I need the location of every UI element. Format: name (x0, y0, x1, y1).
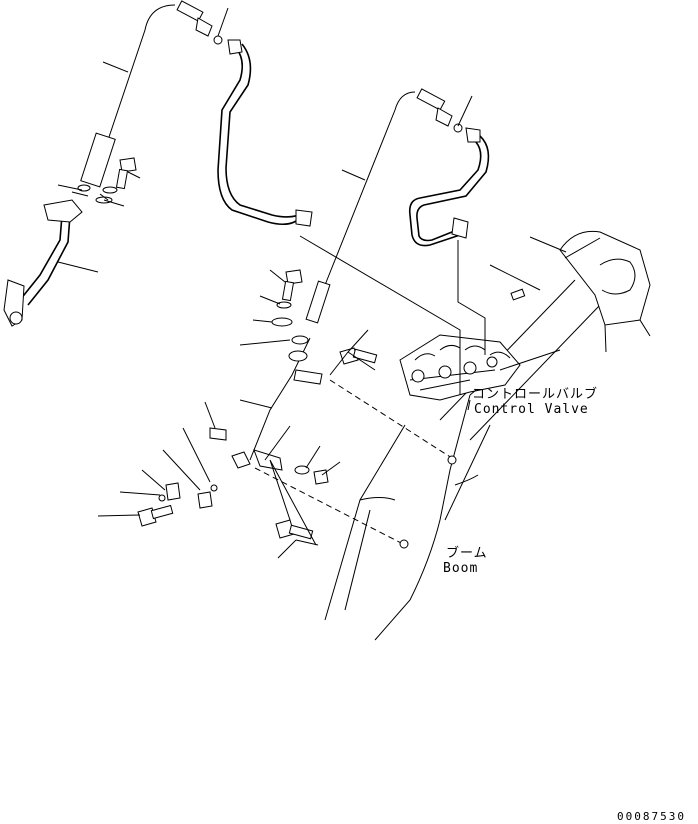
figure-number: 00087530 (617, 810, 686, 823)
leader-lines (57, 7, 567, 559)
dashed-guides (254, 379, 457, 549)
steel-tubes (19, 43, 490, 306)
fittings (3, 0, 481, 327)
boom-arm (324, 279, 601, 641)
boom-label-jp: ブーム (446, 546, 488, 561)
boom-pivot (510, 230, 651, 353)
control-valve-label-jp: コントロールバルブ (472, 387, 599, 402)
boom-label-en: Boom (443, 561, 479, 576)
control-valve-label-en: Control Valve (474, 402, 589, 417)
hardware (77, 157, 378, 540)
hoses (107, 4, 416, 461)
